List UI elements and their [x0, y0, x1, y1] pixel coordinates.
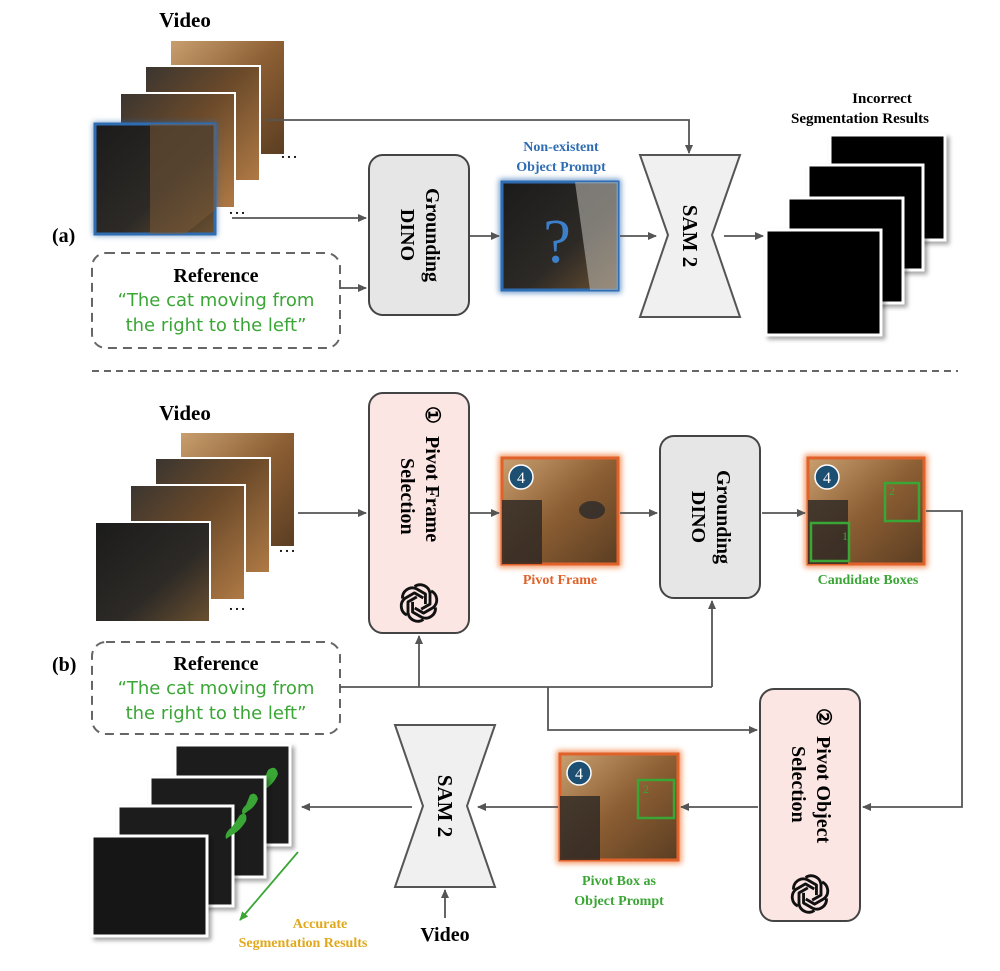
frame-number-text: 4 — [823, 470, 831, 487]
step2-number: ② — [812, 708, 834, 726]
reference-text-line1-a: “The cat moving from — [118, 290, 315, 311]
reference-box-b — [91, 641, 341, 735]
step1-label2: Selection — [396, 458, 418, 535]
video-input-label: Video — [420, 924, 469, 946]
pivot-box-caption2: Object Prompt — [574, 894, 664, 909]
pivot-box-label: 2 — [643, 782, 649, 796]
result-caption2-b: Segmentation Results — [239, 936, 368, 951]
reference-text-line1-b: “The cat moving from — [118, 678, 315, 699]
candidate-caption: Candidate Boxes — [818, 573, 919, 588]
reference-box-a — [91, 252, 341, 349]
candidate-box-1-label: 1 — [842, 529, 848, 543]
grounding-dino-box-b — [659, 435, 761, 599]
incorrect-masks-stack — [764, 133, 947, 337]
pivot-object-selection-box — [759, 688, 861, 922]
sam2-label-a: SAM 2 — [678, 205, 702, 267]
video-title-a: Video — [159, 8, 211, 32]
frame-number-badge-icon — [814, 464, 840, 490]
accurate-masks-stack — [90, 743, 292, 938]
reference-text-line2-b: the right to the left” — [126, 703, 307, 724]
panel-b: Video … … (b) Reference “The cat moving … — [52, 392, 963, 951]
sam2-block-a — [638, 154, 742, 318]
video-frame-stack-a: … … — [93, 39, 298, 236]
panel-label-a: (a) — [52, 225, 75, 247]
prompt-caption2-a: Object Prompt — [516, 160, 606, 175]
ellipsis-a2: … — [228, 198, 246, 218]
reference-title-b: Reference — [173, 653, 258, 675]
ellipsis-b1: … — [278, 536, 296, 556]
result-caption2-a: Segmentation Results — [791, 111, 929, 127]
pivot-box-caption1: Pivot Box as — [582, 874, 656, 889]
video-title-b: Video — [159, 401, 211, 425]
video-frame-stack-b: … … — [94, 431, 296, 623]
grounding-label2-b: DINO — [687, 491, 709, 543]
sam2-block-b — [393, 724, 497, 888]
grounding-label1-b: Grounding — [712, 470, 734, 564]
pivot-box — [636, 778, 676, 820]
candidate-box-1 — [809, 521, 851, 563]
grounding-label1-a: Grounding — [421, 188, 443, 282]
step2-label1: Pivot Object — [812, 736, 834, 844]
sam2-label-b: SAM 2 — [433, 775, 457, 837]
ellipsis-a1: … — [280, 142, 298, 162]
result-caption1-a: Incorrect — [852, 91, 912, 107]
result-caption1-b: Accurate — [293, 917, 347, 932]
prompt-caption1-a: Non-existent — [523, 140, 599, 155]
pivot-frame-selection-box — [368, 392, 470, 634]
grounding-dino-box-a — [368, 154, 470, 316]
candidate-box-2 — [883, 481, 921, 523]
grounding-label2-a: DINO — [396, 209, 418, 261]
step1-label1: Pivot Frame — [421, 436, 443, 542]
panel-a: Video … … Reference “The cat moving from… — [52, 8, 947, 349]
ellipsis-b2: … — [228, 594, 246, 614]
frame-number-badge-icon — [566, 760, 592, 786]
frame-number-text: 4 — [575, 766, 583, 783]
step2-label2: Selection — [787, 746, 809, 823]
question-mark-icon: ? — [543, 208, 571, 276]
reference-text-line2-a: the right to the left” — [126, 315, 307, 336]
step1-number: ① — [421, 406, 443, 424]
candidate-box-2-label: 2 — [889, 484, 895, 498]
pivot-frame-caption: Pivot Frame — [523, 573, 597, 588]
panel-label-b: (b) — [52, 654, 76, 676]
frame-number-badge-icon — [508, 464, 534, 490]
frame-number-text: 4 — [517, 470, 525, 487]
reference-title-a: Reference — [173, 265, 258, 287]
